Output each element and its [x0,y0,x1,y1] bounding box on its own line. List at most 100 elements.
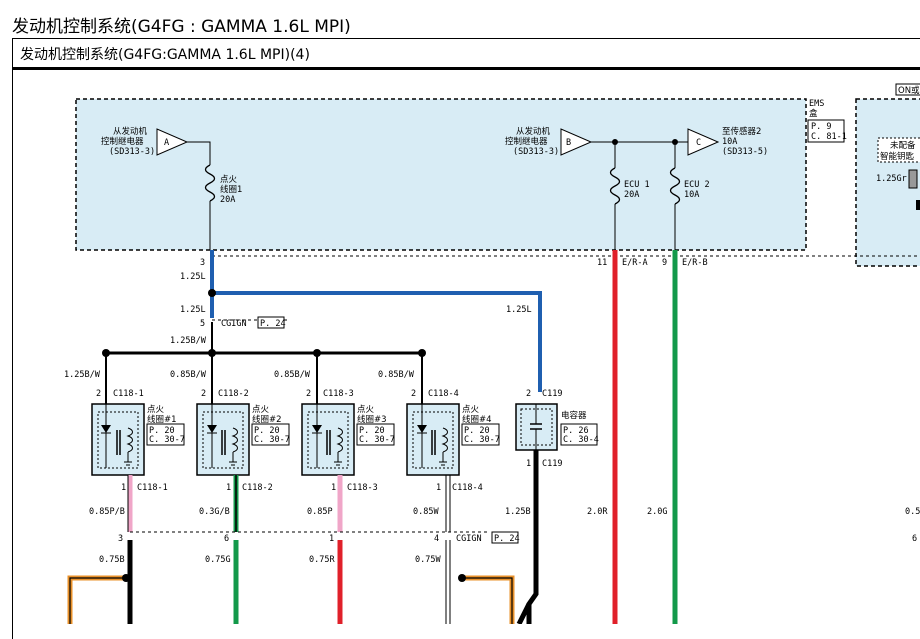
coil2-name-2: 线圈#2 [252,414,282,425]
ems-fuse-box [75,98,807,251]
cgign-pin: 5 [200,319,205,329]
coil2-ref-box [251,423,290,446]
coil4-pin-top: 2 [411,389,416,399]
right-edge-label-a: 0.5 [905,507,920,517]
smart-key-terminal [916,200,920,210]
ignition-coil-4: 2 C118-4 点火 线圈#4 P. 20 C. 30-7 1 C118-4 [406,389,500,493]
ems-wire-erb: E/R-B [682,258,708,268]
capacitor-ref-1: P. 26 [563,426,589,436]
coil3-pin-top: 2 [306,389,311,399]
coil4-ref-1: P. 20 [464,426,490,436]
coil3-name-1: 点火 [357,405,375,415]
wire-label-075r: 0.75R [309,555,335,565]
capacitor-conn-bot: C119 [542,459,562,469]
coil4-conn-bot: C118-4 [452,483,483,493]
capacitor-conn-top: C119 [542,389,562,399]
junction-pin-3: 3 [118,534,123,544]
wire-125b-bend [516,602,532,624]
wire-125b [526,450,539,624]
relay-a-letter: A [164,138,169,148]
capacitor-name: 电容器 [561,410,587,421]
right-edge-label-b: 6 [912,534,917,544]
coil2-body [196,403,250,476]
coil1-conn-bot: C118-1 [137,483,168,493]
coil3-ref-box [356,423,395,446]
ems-pin-9: 9 [662,258,667,268]
coil1-ref-1: P. 20 [149,426,175,436]
ecu2-fuse [669,167,681,205]
coil4-winding [441,427,448,453]
capacitor-ref-box [560,423,598,446]
ecu1-fuse-label: ECU 1 [624,180,650,190]
smart-key-note-2: 智能钥匙 [880,151,915,162]
coil4-ref-2: C. 30-7 [464,435,500,445]
relay-a-text-3: (SD313-3) [109,147,155,157]
coil4-ref-box [461,423,500,446]
ecu1-fuse-rating: 20A [624,190,639,200]
diagram-frame [12,38,920,639]
document-title: 发动机控制系统(G4FG : GAMMA 1.6L MPI) [12,17,351,37]
relay-b-letter: B [566,138,571,148]
cgign2-pin: 4 [434,534,439,544]
title-rule [12,67,920,70]
coil2-pin-top: 2 [201,389,206,399]
coil2-conn-bot: C118-2 [242,483,273,493]
output-c-text-1: 至传感器2 [722,126,761,137]
coil2-name-1: 点火 [252,405,270,415]
wire-label-125l-b: 1.25L [180,305,206,315]
coil3-ref-1: P. 20 [359,426,385,436]
wire-label-075b: 0.75B [99,555,125,565]
ems-wire-era: E/R-A [622,258,648,268]
relay-a-text-1: 从发动机 [113,126,148,137]
coil4-conn-top: C118-4 [428,389,459,399]
wire-label-03gb: 0.3G/B [199,507,230,517]
coil1-inner [97,411,139,469]
shield-left-orange [67,575,126,624]
coil3-name-2: 线圈#3 [357,414,387,425]
wire-label-125bw-left: 1.25B/W [64,370,101,380]
relay-a-lead [187,141,211,165]
shield-right-orange [462,575,515,624]
capacitor-ref-2: C. 30-4 [563,435,599,445]
shield-left-core [69,577,126,624]
on-label-box [895,83,920,96]
coil2-winding [231,427,238,453]
coil4-pin-bot: 1 [436,483,441,493]
coil4-name-1: 点火 [462,405,480,415]
coil3-conn-bot: C118-3 [347,483,378,493]
relay-a-text-2: 控制继电器 [101,136,144,147]
wire-label-125bw: 1.25B/W [170,336,207,346]
smart-key-wire-label: 1.25Gr [876,174,907,184]
wire-label-075w: 0.75W [415,555,441,565]
wire-label-075g: 0.75G [205,555,231,565]
shield-left-splice [122,574,130,582]
ems-ref-page: P. 9 [811,122,831,132]
coil1-pin-bot: 1 [121,483,126,493]
cgign-ref-box [257,316,285,329]
coil3-body [301,403,355,476]
coil2-conn-top: C118-2 [218,389,249,399]
junction-pin-1: 1 [329,534,334,544]
capacitor-pin-top: 2 [526,389,531,399]
wire-label-085bw-2: 0.85B/W [170,370,207,380]
output-c-text-3: (SD313-5) [722,147,768,157]
output-c-arrow [687,128,720,156]
ign-fuse-label-3: 20A [220,195,235,205]
on-label: ON或 [898,85,920,96]
wire-label-125l-a: 1.25L [180,272,206,282]
coil3-ref-2: C. 30-7 [359,435,395,445]
wire-label-20g: 2.0G [647,507,667,517]
coil2-pin-bot: 1 [226,483,231,493]
cgign2-label: CGIGN [456,534,482,544]
coil4-name-2: 线圈#4 [462,414,492,425]
coil2-ref-1: P. 20 [254,426,280,436]
cgign2-ref-box [491,531,519,544]
relay-b-text-2: 控制继电器 [505,136,548,147]
splice-125l [208,289,216,297]
junction-pin-6: 6 [224,534,229,544]
wire-label-20r: 2.0R [587,507,608,517]
ems-pin-3: 3 [200,258,205,268]
ignition-coil-3: 2 C118-3 点火 线圈#3 P. 20 C. 30-7 1 C118-3 [301,389,395,493]
coil3-inner [307,411,349,469]
smart-key-note-box [877,137,920,163]
